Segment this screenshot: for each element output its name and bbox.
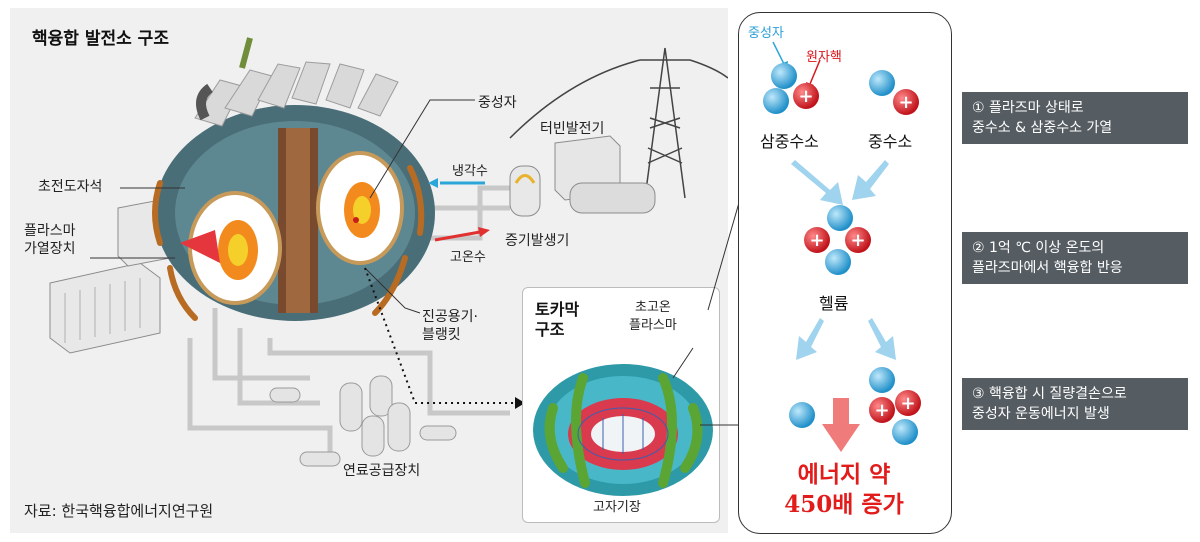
svg-text:+: + — [898, 92, 913, 113]
fuel-supply-label: 연료공급장치 — [343, 463, 421, 479]
tokamak-title-2: 구조 — [535, 320, 565, 339]
energy-increase-text: 에너지 약 450배 증가 — [748, 460, 940, 520]
energy-text-line-2: 450배 증가 — [784, 491, 904, 518]
svg-text:+: + — [874, 400, 889, 421]
step-2-line-2: 플라즈마에서 핵융합 반응 — [972, 260, 1123, 276]
steam-generator-label: 증기발생기 — [505, 233, 570, 249]
step-3-line-2: 중성자 운동에너지 발생 — [972, 406, 1110, 422]
step-1-line-1: ① 플라즈마 상태로 — [972, 100, 1084, 116]
ultra-hot-plasma-label-2: 플라스마 — [629, 318, 677, 333]
nucleus-indicator-label: 원자핵 — [806, 50, 842, 65]
source-label: 자료: 한국핵융합에너지연구원 — [24, 502, 214, 520]
svg-text:+: + — [798, 86, 813, 107]
neutron-label: 중성자 — [478, 95, 517, 111]
ultra-hot-plasma-label-1: 초고온 — [635, 300, 671, 315]
step-1-line-2: 중수소 & 삼중수소 가열 — [972, 120, 1113, 136]
hot-water-label: 고온수 — [450, 250, 486, 265]
svg-text:+: + — [900, 393, 915, 414]
plasma-heater-label-2: 가열장치 — [24, 241, 76, 257]
step-1-box: ① 플라즈마 상태로 중수소 & 삼중수소 가열 — [962, 92, 1188, 144]
coolant-label: 냉각수 — [452, 164, 488, 179]
plant-title: 핵융합 발전소 구조 — [32, 29, 169, 49]
step-3-box: ③ 핵융합 시 질량결손으로 중성자 운동에너지 발생 — [962, 378, 1188, 430]
plasma-heater-label-1: 플라스마 — [24, 223, 76, 239]
tokamak-illustration — [533, 347, 713, 496]
energy-text-line-1: 에너지 약 — [797, 461, 891, 488]
vacuum-vessel-label-2: 블랭킷 — [422, 327, 461, 343]
tokamak-title-1: 토카막 — [535, 300, 580, 319]
step-2-line-1: ② 1억 ℃ 이상 온도의 — [972, 240, 1105, 256]
helium-label: 헬륨 — [819, 294, 849, 313]
step-3-line-1: ③ 핵융합 시 질량결손으로 — [972, 386, 1127, 402]
superconductor-label: 초전도자석 — [38, 179, 103, 195]
svg-text:+: + — [850, 230, 865, 251]
svg-text:+: + — [809, 230, 824, 251]
step-2-box: ② 1억 ℃ 이상 온도의 플라즈마에서 핵융합 반응 — [962, 232, 1188, 284]
vacuum-vessel-label-1: 진공용기· — [422, 309, 478, 325]
turbine-label: 터빈발전기 — [540, 121, 605, 137]
tritium-label: 삼중수소 — [760, 132, 819, 151]
deuterium-label: 중수소 — [868, 132, 913, 151]
neutron-indicator-label: 중성자 — [748, 26, 784, 41]
power-plant-panel: 핵융합 발전소 구조 중성자 터빈발전기 냉각수 초전도자석 플라스마 가열장치… — [10, 8, 728, 533]
magnetic-field-label: 고자기장 — [593, 500, 641, 515]
tokamak-panel: 토카막 구조 초고온 플라스마 고자기장 — [522, 287, 720, 523]
power-plant-illustration — [49, 37, 728, 467]
